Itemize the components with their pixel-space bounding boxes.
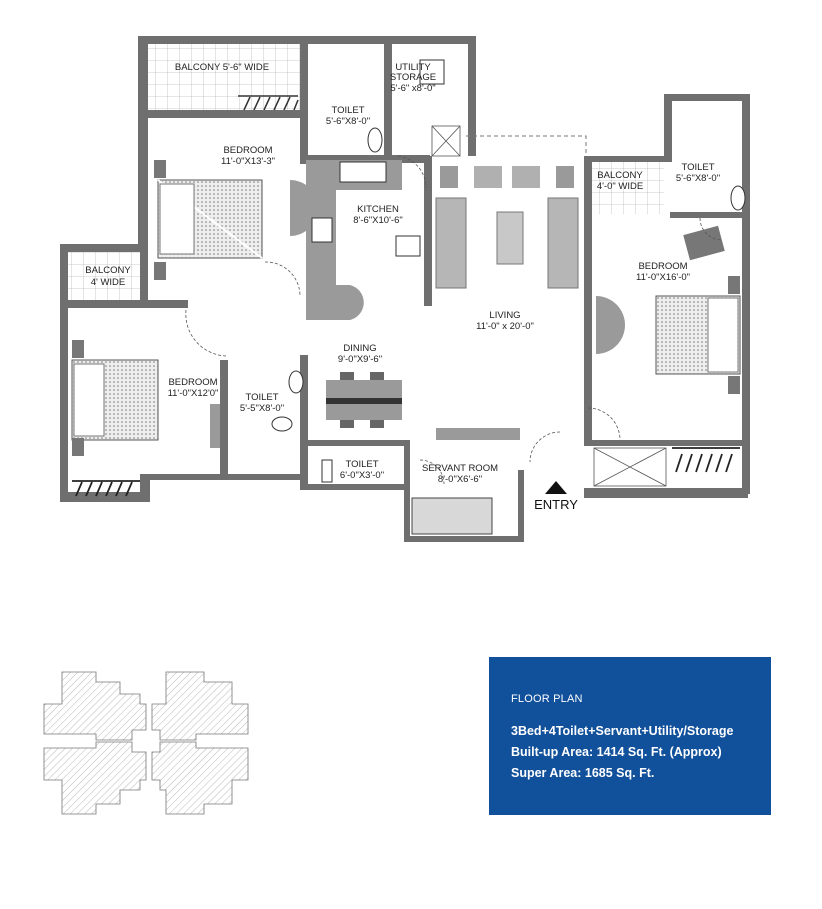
label-balcony-top: BALCONY 5'-6" WIDE (175, 62, 269, 73)
label-kitchen-dim: 8'-6"X10'-6" (353, 215, 402, 226)
chair-top (290, 180, 318, 236)
label-utility-dim: 5'-6" x8'-0" (390, 83, 435, 94)
label-toilet-top-dim: 5'-6"X8'-0" (326, 116, 370, 127)
bed-left (71, 340, 159, 456)
label-toilet-right: TOILET (681, 162, 714, 173)
label-utility-1: UTILITY (395, 62, 431, 73)
info-heading: FLOOR PLAN (511, 693, 583, 705)
label-bedroom-left: BEDROOM (168, 377, 217, 388)
entry-arrow-icon (545, 481, 567, 494)
info-builtup-area: Built-up Area: 1414 Sq. Ft. (Approx) (511, 745, 722, 759)
kitchen-sink (339, 161, 387, 183)
label-entry: ENTRY (534, 497, 578, 512)
label-bedroom-right-dim: 11'-0"X16'-0" (636, 272, 690, 283)
label-toilet-mid-dim: 5'-5"X8'-0" (240, 403, 284, 414)
info-super-area: Super Area: 1685 Sq. Ft. (511, 766, 655, 780)
bed-top (154, 160, 263, 280)
armchair-right (683, 225, 725, 261)
label-toilet-small: TOILET (345, 459, 378, 470)
living-furniture (435, 166, 579, 440)
label-servant-dim: 8'-0"X6'-6" (438, 474, 482, 485)
bed-right (655, 276, 741, 394)
doors (185, 155, 723, 485)
label-servant: SERVANT ROOM (422, 463, 498, 474)
balcony-right (592, 162, 664, 214)
label-living: LIVING (489, 310, 520, 321)
balcony-top (148, 44, 300, 111)
label-toilet-mid: TOILET (245, 392, 278, 403)
label-bedroom-right: BEDROOM (638, 261, 687, 272)
label-balcony-right-2: 4'-0" WIDE (597, 181, 643, 192)
label-kitchen: KITCHEN (357, 204, 399, 215)
dining-table (326, 372, 402, 428)
label-dining: DINING (343, 343, 376, 354)
ceiling-dashed-line (466, 135, 587, 156)
chair-right (596, 296, 625, 354)
label-utility-2: STORAGE (390, 72, 436, 83)
railing-left (72, 480, 140, 497)
label-dining-dim: 9'-0"X9'-6" (338, 354, 382, 365)
wardrobe-left (210, 404, 220, 448)
info-config: 3Bed+4Toilet+Servant+Utility/Storage (511, 724, 734, 738)
label-balcony-left-2: 4' WIDE (91, 277, 126, 288)
shaft-top (431, 125, 461, 157)
label-toilet-top: TOILET (331, 105, 364, 116)
walls (60, 36, 750, 542)
label-balcony-left-1: BALCONY (85, 265, 131, 276)
toilet-fixtures (271, 59, 746, 483)
kitchen-hob (311, 217, 333, 243)
label-living-dim: 11'-0" x 20'-0" (476, 321, 534, 332)
label-bedroom-top-dim: 11'-0"X13'-3" (221, 156, 275, 167)
label-bedroom-top: BEDROOM (223, 145, 272, 156)
shaft-right (593, 447, 667, 487)
label-balcony-right-1: BALCONY (597, 170, 643, 181)
railing-right (672, 447, 740, 473)
floor-plan-info-box: FLOOR PLAN 3Bed+4Toilet+Servant+Utility/… (489, 657, 771, 815)
label-toilet-small-dim: 6'-0"X3'-0" (340, 470, 384, 481)
label-bedroom-left-dim: 11'-0"X12'0" (168, 388, 219, 399)
kitchen-table (395, 235, 421, 257)
key-plan (43, 671, 249, 815)
label-toilet-right-dim: 5'-6"X8'-0" (676, 173, 720, 184)
servant-bed (411, 497, 493, 535)
balcony-left (68, 252, 140, 300)
